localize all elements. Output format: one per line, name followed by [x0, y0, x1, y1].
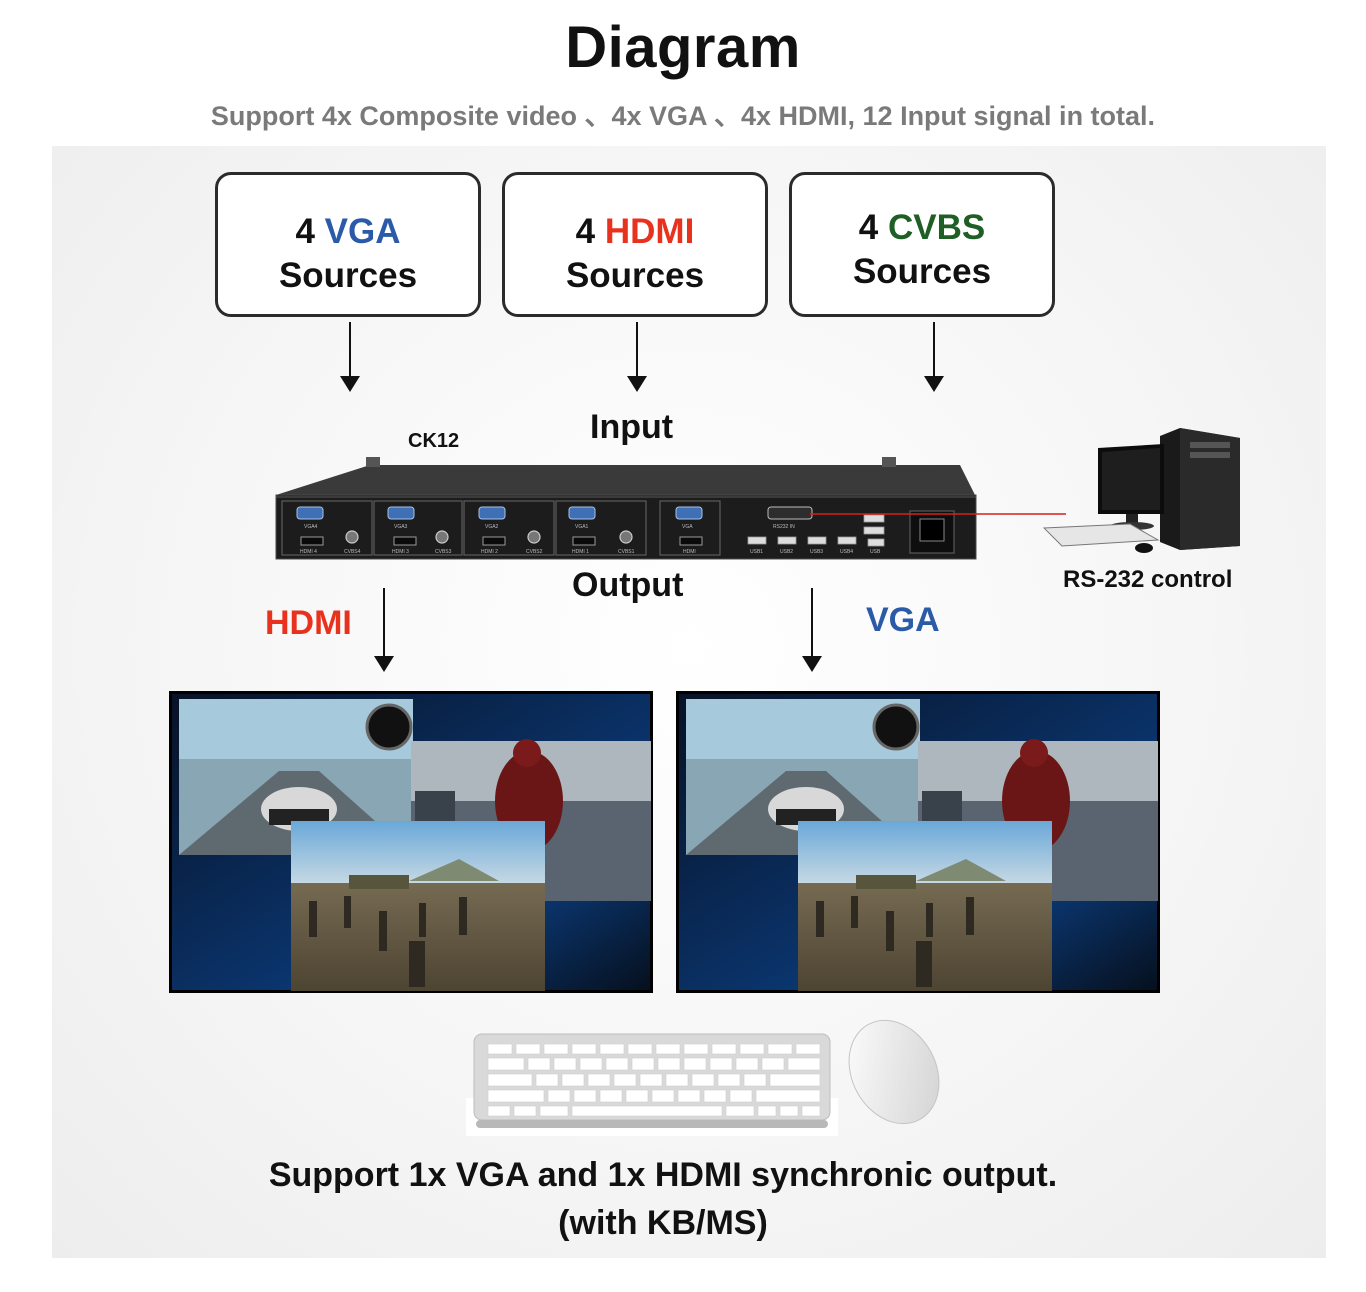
- svg-text:USB: USB: [870, 549, 881, 555]
- svg-text:VGA4: VGA4: [304, 524, 318, 530]
- output-label: Output: [572, 566, 684, 604]
- svg-text:HDMI 4: HDMI 4: [300, 549, 317, 555]
- arrow-to-hdmi-monitor: [374, 588, 394, 672]
- rs232-control-label: RS-232 control: [1063, 566, 1233, 593]
- source-type-cvbs: CVBS: [887, 208, 986, 247]
- svg-text:CVBS3: CVBS3: [435, 549, 452, 555]
- source-type-vga: VGA: [324, 212, 401, 251]
- output-hdmi-label: HDMI: [265, 604, 352, 642]
- mouse-icon: [848, 1019, 940, 1125]
- source-box-cvbs: 4 CVBS Sources: [789, 172, 1055, 317]
- input-label: Input: [590, 408, 674, 446]
- svg-text:VGA: VGA: [682, 524, 693, 530]
- source-type-hdmi: HDMI: [604, 212, 695, 251]
- svg-text:HDMI 3: HDMI 3: [392, 549, 409, 555]
- arrow-hdmi-to-input: [627, 322, 647, 392]
- svg-text:VGA3: VGA3: [394, 524, 408, 530]
- svg-text:USB1: USB1: [750, 549, 763, 555]
- computer-icon: [1042, 428, 1240, 553]
- multiview-screen-image: [679, 694, 1158, 991]
- source-suffix: Sources: [565, 256, 705, 295]
- source-count: 4: [858, 208, 879, 247]
- source-count: 4: [575, 212, 596, 251]
- svg-text:RS232 IN: RS232 IN: [773, 524, 795, 530]
- source-suffix: Sources: [278, 256, 418, 295]
- svg-text:USB4: USB4: [840, 549, 853, 555]
- arrow-vga-to-input: [340, 322, 360, 392]
- multiview-screen-image: [172, 694, 651, 991]
- page-subtitle: Support 4x Composite video 、4x VGA 、4x H…: [210, 101, 1156, 131]
- source-box-hdmi: 4 HDMI Sources: [502, 172, 768, 317]
- svg-text:CVBS1: CVBS1: [618, 549, 635, 555]
- source-box-vga: 4 VGA Sources: [215, 172, 481, 317]
- svg-text:CVBS2: CVBS2: [526, 549, 543, 555]
- footer-line-1: Support 1x VGA and 1x HDMI synchronic ou…: [268, 1156, 1058, 1194]
- source-suffix: Sources: [852, 252, 992, 291]
- keyboard-icon: [466, 1033, 838, 1136]
- vga-monitor: [676, 691, 1160, 993]
- svg-text:HDMI 1: HDMI 1: [572, 549, 589, 555]
- footer-line-2: (with KB/MS): [558, 1204, 768, 1242]
- page-title: Diagram: [565, 15, 801, 80]
- svg-text:HDMI: HDMI: [683, 549, 696, 555]
- svg-text:CVBS4: CVBS4: [344, 549, 361, 555]
- arrow-to-vga-monitor: [802, 588, 822, 672]
- source-count: 4: [295, 212, 315, 251]
- svg-text:VGA1: VGA1: [575, 524, 589, 530]
- svg-text:USB2: USB2: [780, 549, 793, 555]
- svg-text:VGA2: VGA2: [485, 524, 499, 530]
- arrow-cvbs-to-input: [924, 322, 944, 392]
- rs232-cable: [810, 513, 1066, 515]
- output-vga-label: VGA: [866, 601, 940, 639]
- hdmi-monitor: [169, 691, 653, 993]
- device-model-label: CK12: [408, 430, 460, 452]
- svg-text:USB3: USB3: [810, 549, 823, 555]
- svg-text:HDMI 2: HDMI 2: [481, 549, 498, 555]
